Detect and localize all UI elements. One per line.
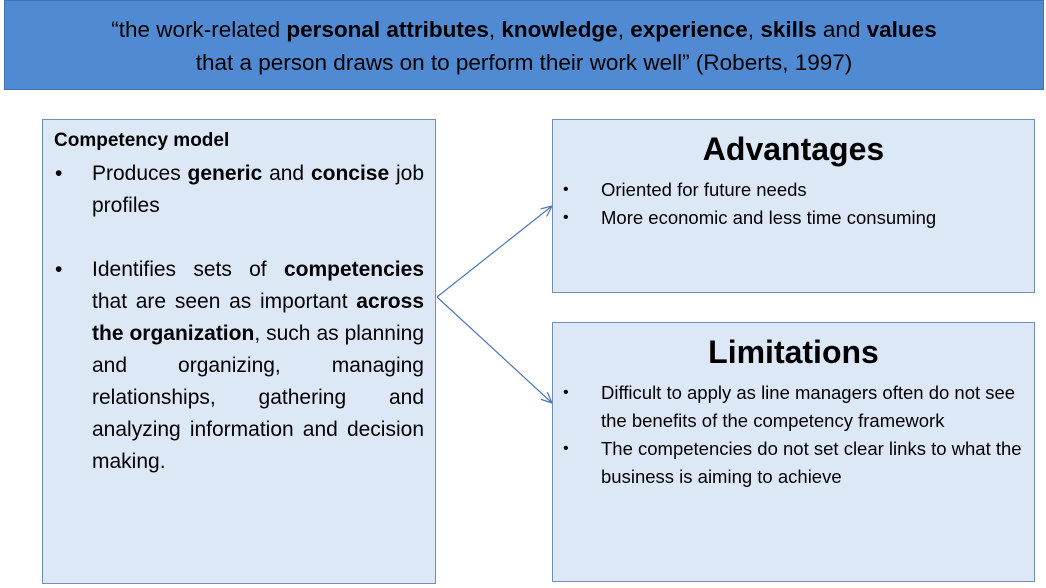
text-segment: Identifies sets of (92, 258, 284, 281)
quote-keyword: experience (630, 17, 748, 42)
quote-keyword: knowledge (501, 17, 618, 42)
list-item: • Oriented for future needs (563, 176, 1023, 204)
quote-line-2: that a person draws on to perform their … (195, 50, 853, 75)
quote-segment: , (747, 17, 761, 42)
bullet-icon: • (563, 209, 569, 226)
text-segment: Produces (92, 162, 188, 185)
advantages-list: • Oriented for future needs • More economi… (563, 176, 1023, 232)
list-item: • Identifies sets of competencies that a… (55, 254, 424, 478)
text-segment: that are seen as important (92, 290, 357, 313)
list-item: • More economic and less time consuming (563, 204, 1023, 232)
competency-model-title: Competency model (54, 130, 230, 151)
quote-keyword: skills (760, 17, 817, 42)
keyword: concise (310, 162, 390, 185)
bullet-text: Identifies sets of competencies that are… (92, 254, 424, 478)
bullet-icon: • (55, 258, 63, 281)
advantage-text: Oriented for future needs (601, 179, 807, 200)
text-segment: job profiles (92, 162, 424, 217)
text-segment: , such as planning and organizing, manag… (92, 322, 424, 473)
list-item: • Produces generic and concise job profi… (55, 158, 424, 222)
advantages-box: Advantages • Oriented for future needs • M… (552, 119, 1035, 293)
arrow-to-advantages (436, 206, 552, 298)
bullet-icon: • (55, 162, 63, 185)
keyword: competencies (283, 258, 424, 281)
bullet-icon: • (563, 181, 569, 198)
limitations-title: Limitations (708, 334, 879, 370)
competency-model-list: • Produces generic and concise job profi… (55, 158, 424, 478)
limitation-text: The competencies do not set clear links … (601, 438, 1022, 487)
limitation-text: Difficult to apply as line managers ofte… (601, 382, 1016, 431)
advantage-text: More economic and less time consuming (601, 207, 937, 228)
limitations-list: • Difficult to apply as line managers oft… (563, 379, 1023, 491)
advantages-title: Advantages (702, 131, 885, 167)
bullet-text: Produces generic and concise job profile… (92, 158, 424, 222)
list-item: • Difficult to apply as line managers oft… (563, 379, 1023, 435)
quote-segment: , (617, 17, 631, 42)
quote-segment: and (816, 17, 867, 42)
keyword: generic (187, 162, 263, 185)
quote-segment: , (488, 17, 502, 42)
text-segment: and (262, 162, 311, 185)
bullet-icon: • (563, 384, 569, 401)
bullet-icon: • (563, 440, 569, 457)
definition-banner: “the work-related personal attributes, k… (4, 0, 1044, 90)
quote-keyword: values (866, 17, 937, 42)
list-item: • The competencies do not set clear links… (563, 435, 1023, 491)
quote-segment: “the work-related (111, 17, 287, 42)
keyword: across the organization (92, 290, 424, 345)
competency-model-box: Competency model • Produces generic and … (42, 119, 436, 584)
limitations-box: Limitations • Difficult to apply as line … (552, 322, 1035, 582)
arrow-to-limitations (436, 296, 552, 403)
quote-keyword: personal attributes (286, 17, 489, 42)
quote-line-1: “the work-related personal attributes, k… (5, 13, 1043, 46)
